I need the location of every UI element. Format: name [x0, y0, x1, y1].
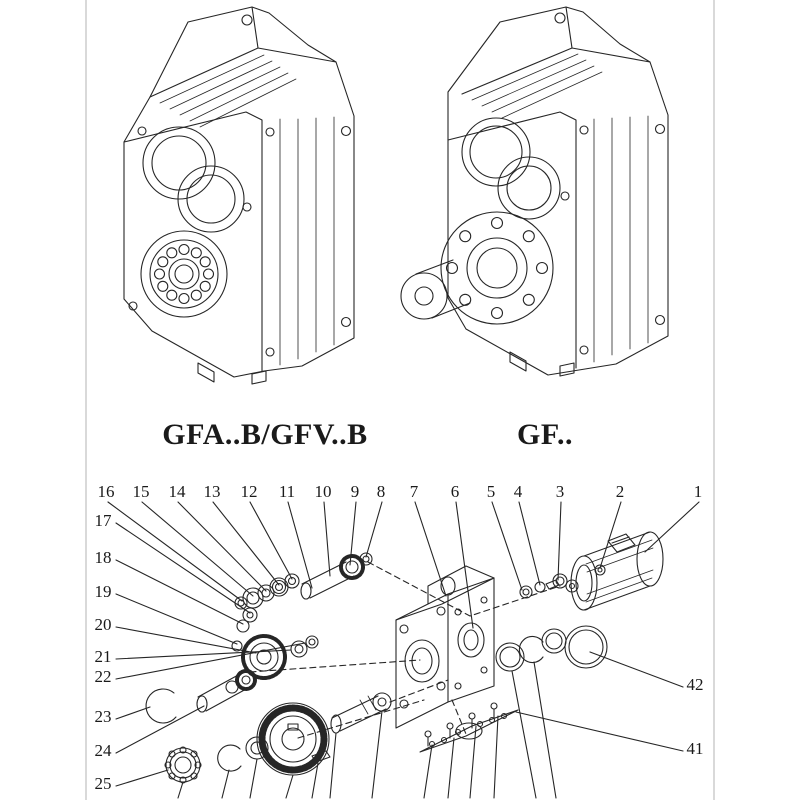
- leader-lines: [107, 501, 700, 799]
- callout-17: 17: [94, 511, 112, 530]
- input-shaft-assembly: [300, 552, 373, 600]
- motor-fins: [585, 539, 654, 603]
- callout-24: 24: [94, 741, 112, 760]
- callout-4: 4: [513, 482, 523, 501]
- callout-20: 20: [94, 615, 112, 634]
- callout-15: 15: [132, 482, 150, 501]
- washers-and-bearings: [231, 573, 300, 652]
- exploded-view: [107, 501, 700, 799]
- oil-plug: [241, 14, 253, 26]
- roof-ribs: [471, 53, 603, 119]
- callout-3: 3: [555, 482, 565, 501]
- retaining-ring: [145, 688, 177, 724]
- gear-bores: [142, 126, 245, 233]
- callout-6: 6: [450, 482, 460, 501]
- callout-21: 21: [94, 647, 112, 666]
- model-label-gf: GF..: [517, 418, 573, 451]
- snap-ring: [217, 744, 242, 772]
- callout-7: 7: [409, 482, 419, 501]
- output-flange: [440, 211, 554, 325]
- callout-11: 11: [278, 482, 296, 501]
- page-edges: [85, 0, 715, 800]
- callout-42: 42: [686, 675, 704, 694]
- side-ribs: [279, 116, 335, 366]
- output-gear: [256, 702, 330, 776]
- callout-22: 22: [94, 667, 112, 686]
- snap-ring: [518, 635, 544, 664]
- shaft-key: [311, 750, 331, 763]
- oil-plug: [554, 12, 566, 24]
- gearbox-gf-drawing: [400, 6, 669, 377]
- callout-23: 23: [94, 707, 112, 726]
- keyway: [287, 723, 299, 731]
- ring-set: [495, 625, 608, 672]
- intermediate-shaft: [196, 669, 257, 713]
- mounting-feet: [197, 362, 267, 385]
- motor-small-parts: [519, 564, 606, 599]
- housing-bolts: [424, 702, 498, 747]
- housing: [395, 565, 495, 729]
- side-ribs: [593, 115, 649, 363]
- callout-25: 25: [94, 774, 112, 793]
- assembly-axis-lines: [249, 561, 561, 739]
- callout-5: 5: [486, 482, 496, 501]
- output-shaft-assembly: [311, 692, 392, 763]
- output-bearing-detail: [140, 230, 228, 318]
- mounting-feet: [509, 351, 575, 377]
- callout-14: 14: [168, 482, 186, 501]
- callout-16: 16: [97, 482, 115, 501]
- callout-1: 1: [693, 482, 703, 501]
- callout-18: 18: [94, 548, 112, 567]
- callout-13: 13: [203, 482, 221, 501]
- output-shaft: [400, 259, 471, 320]
- callout-9: 9: [350, 482, 360, 501]
- callout-8: 8: [376, 482, 386, 501]
- roof-ribs: [159, 54, 297, 128]
- callout-2: 2: [615, 482, 625, 501]
- motor: [565, 531, 664, 611]
- gasket-plate: [419, 709, 519, 753]
- gearbox-gfab-drawing: [123, 6, 355, 385]
- callout-19: 19: [94, 582, 112, 601]
- terminal-box: [607, 533, 636, 553]
- intermediate-gear: [241, 634, 319, 680]
- callout-41: 41: [686, 739, 704, 758]
- callout-10: 10: [314, 482, 332, 501]
- output-bearing-set: [164, 736, 269, 784]
- callout-12: 12: [240, 482, 258, 501]
- model-label-gfab: GFA..B/GFV..B: [162, 418, 368, 451]
- gear-bores: [461, 117, 561, 220]
